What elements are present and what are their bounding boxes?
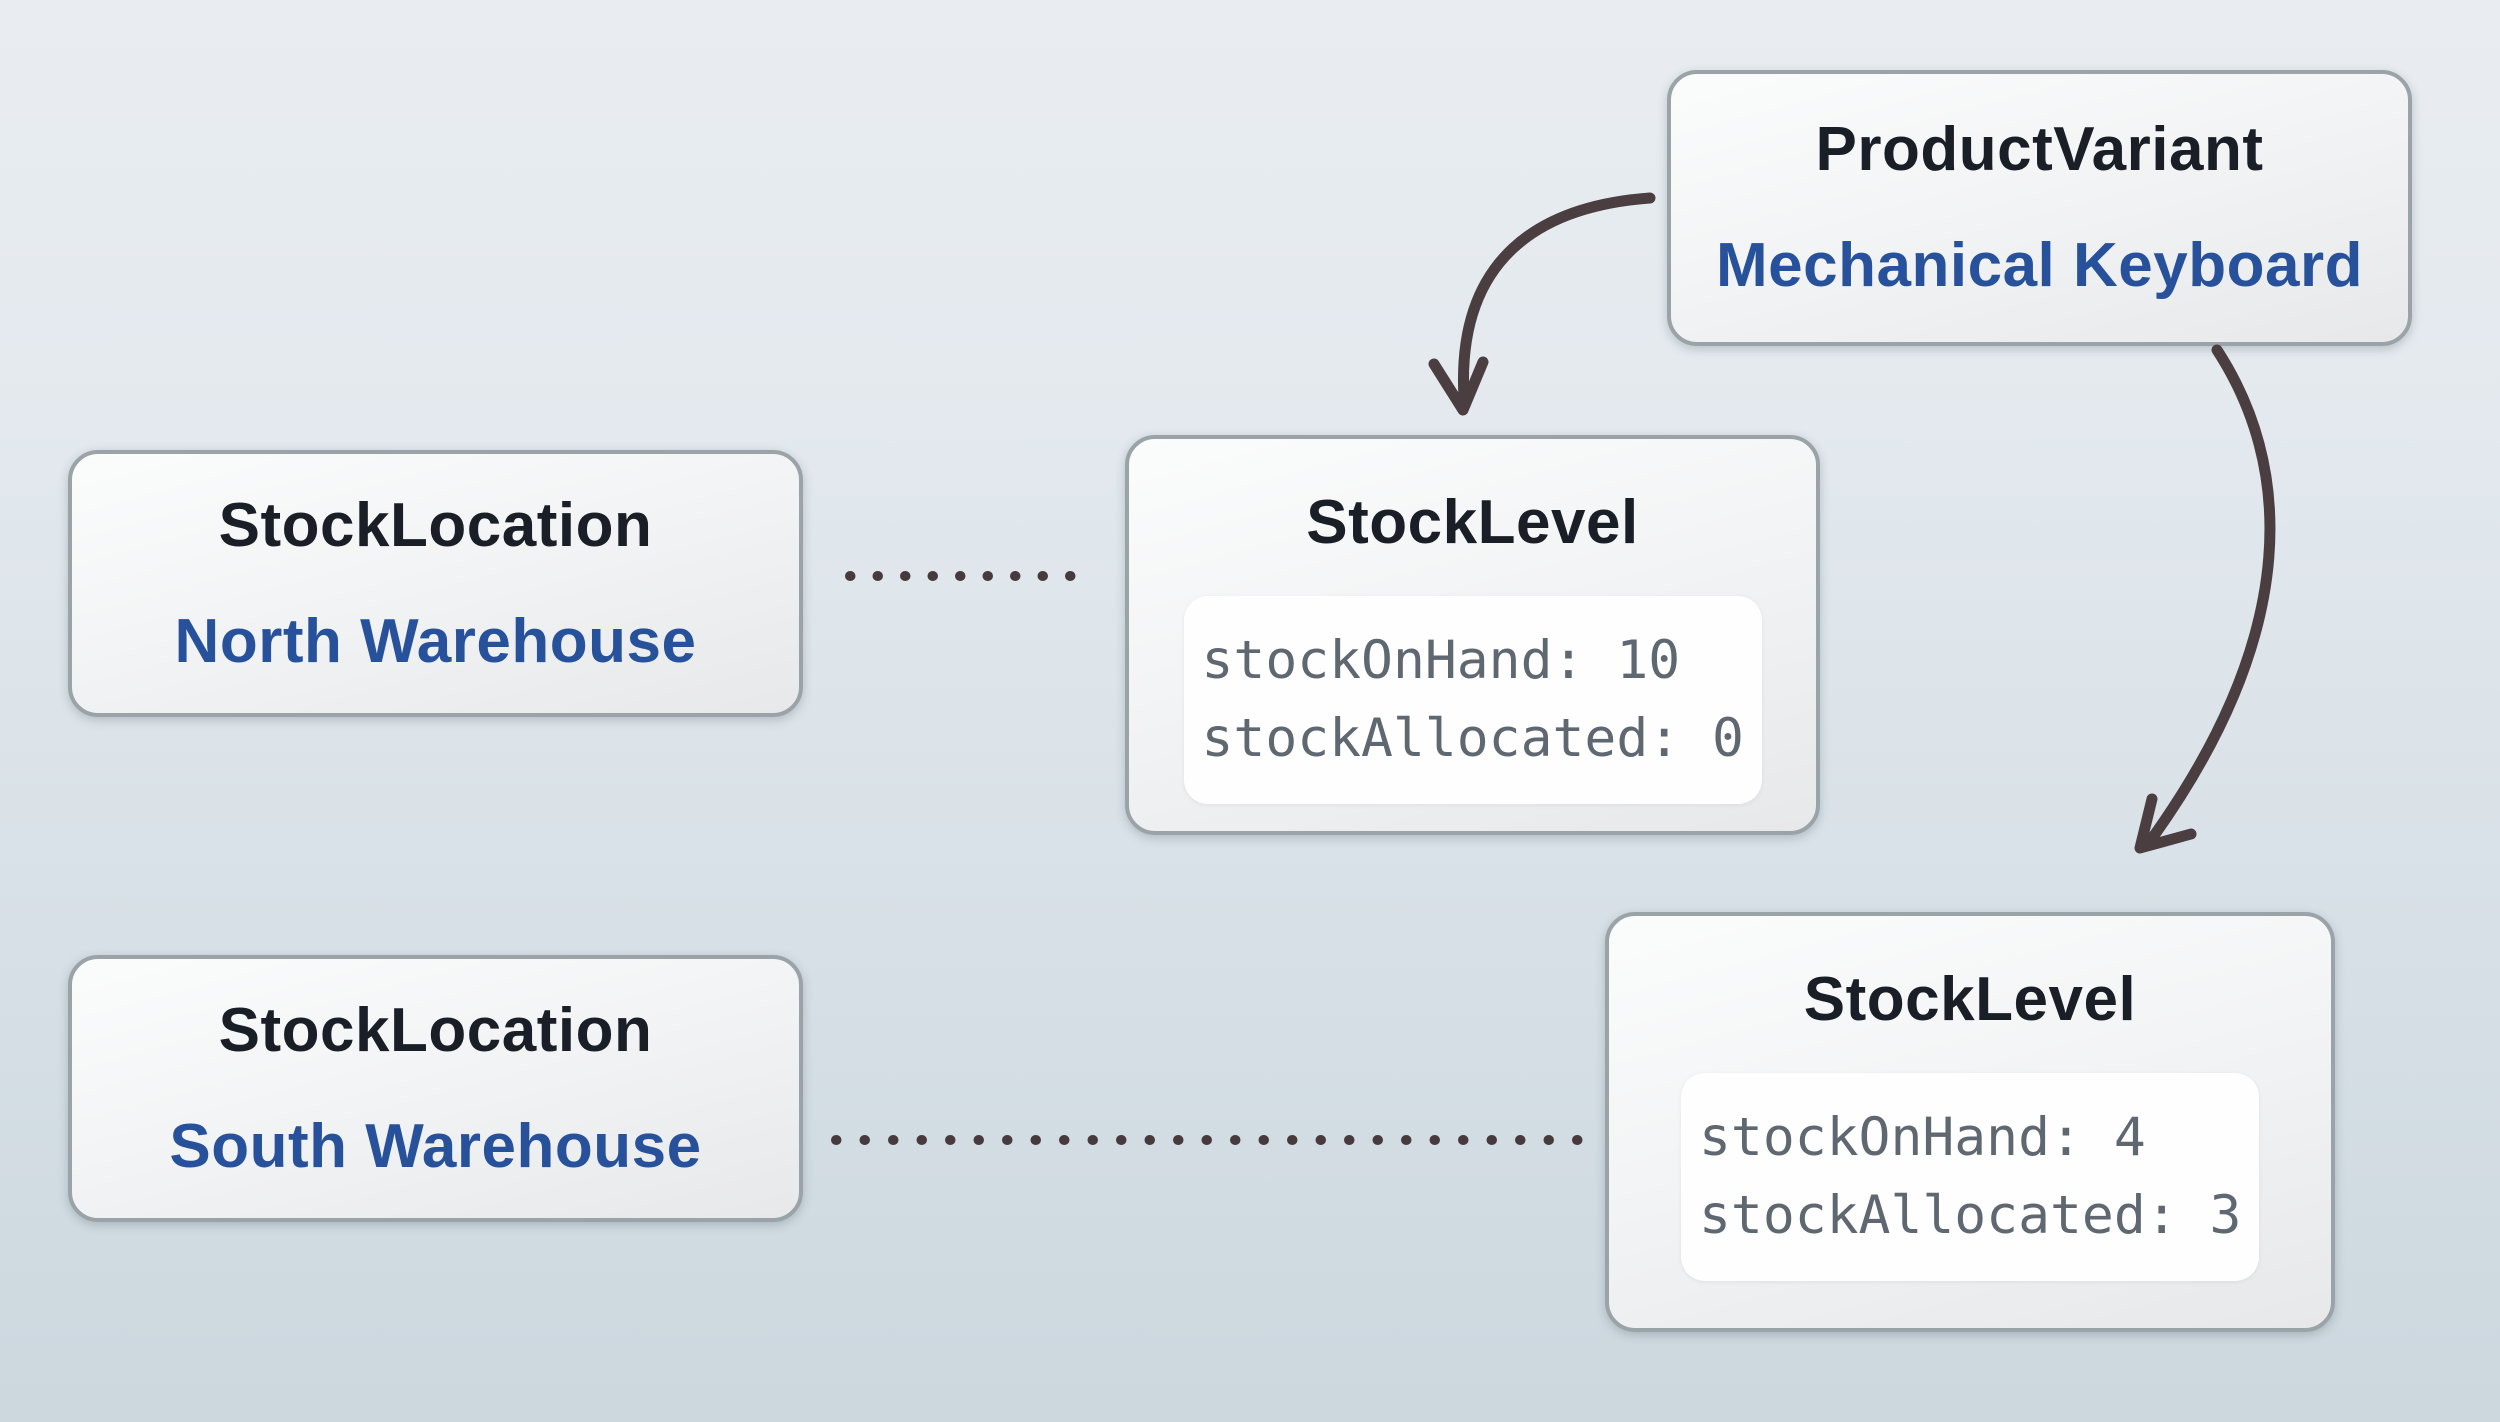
node-product-variant: ProductVariant Mechanical Keyboard bbox=[1667, 70, 2412, 346]
arrow-product-variant-to-stock-level-north bbox=[1457, 192, 1656, 404]
stock-location-south-name-label: South Warehouse bbox=[169, 1111, 702, 1181]
stock-level-south-stock-on-hand: stockOnHand: 4 bbox=[1699, 1107, 2146, 1168]
stock-level-north-stock-on-hand: stockOnHand: 10 bbox=[1201, 630, 1681, 691]
node-stock-level-south: StockLevel stockOnHand: 4 stockAllocated… bbox=[1605, 912, 2335, 1332]
stock-location-south-type-label: StockLocation bbox=[218, 995, 653, 1065]
stock-level-north-stock-allocated: stockAllocated: 0 bbox=[1201, 708, 1744, 769]
arrowhead-to-stock-level-north-icon bbox=[1428, 356, 1489, 416]
arrowhead-to-stock-level-south-icon bbox=[2134, 793, 2197, 854]
node-stock-location-south: StockLocation South Warehouse bbox=[68, 955, 803, 1222]
stock-location-north-type-label: StockLocation bbox=[218, 490, 653, 560]
product-variant-type-label: ProductVariant bbox=[1815, 115, 2264, 184]
node-stock-level-north: StockLevel stockOnHand: 10 stockAllocate… bbox=[1125, 435, 1820, 835]
product-variant-name-label: Mechanical Keyboard bbox=[1716, 231, 2363, 300]
stock-location-north-name-label: North Warehouse bbox=[174, 606, 697, 676]
arrow-product-variant-to-stock-level-south bbox=[2142, 344, 2276, 850]
stock-level-south-stock-allocated: stockAllocated: 3 bbox=[1699, 1185, 2242, 1246]
node-stock-location-north: StockLocation North Warehouse bbox=[68, 450, 803, 717]
stock-level-north-fields: stockOnHand: 10 stockAllocated: 0 bbox=[1183, 596, 1762, 804]
stock-level-south-fields: stockOnHand: 4 stockAllocated: 3 bbox=[1681, 1073, 2259, 1281]
stock-level-south-type-label: StockLevel bbox=[1803, 965, 2137, 1034]
stock-level-north-type-label: StockLevel bbox=[1306, 488, 1639, 557]
